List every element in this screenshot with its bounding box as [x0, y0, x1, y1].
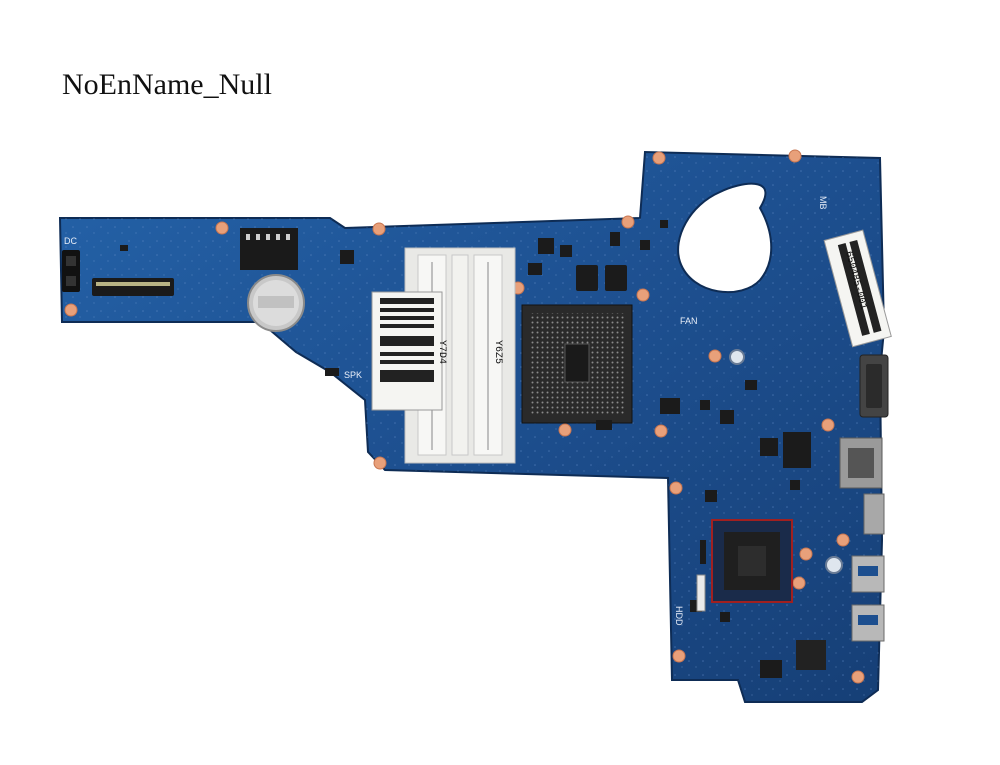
hdd-connector	[696, 574, 706, 612]
silk-hdd: HDD	[674, 606, 684, 626]
usb-ports	[851, 555, 885, 642]
silk-spk: SPK	[344, 370, 362, 380]
silk-mb: MB	[818, 196, 828, 210]
small-components	[120, 220, 826, 678]
part-label	[823, 229, 892, 348]
vga-port	[859, 354, 889, 418]
memory-text-1: Y7D4	[436, 340, 447, 364]
ribbon-connector	[92, 278, 174, 296]
cpu-socket	[521, 304, 633, 424]
memory-text-2: Y6Z5	[492, 340, 503, 364]
dc-jack	[62, 250, 80, 292]
capacitor	[825, 556, 843, 574]
mount-holes	[64, 149, 865, 684]
board-sticker	[371, 291, 443, 411]
fan-cutout	[677, 182, 773, 294]
power-ics	[528, 238, 627, 291]
silk-fan: FAN	[680, 316, 698, 326]
hdmi-port	[863, 493, 885, 535]
ethernet-port	[839, 437, 883, 489]
watermark-text: NoEnName_Null	[62, 68, 272, 101]
cmos-battery	[247, 274, 305, 332]
silk-dc: DC	[64, 236, 77, 246]
chipset	[711, 519, 793, 603]
